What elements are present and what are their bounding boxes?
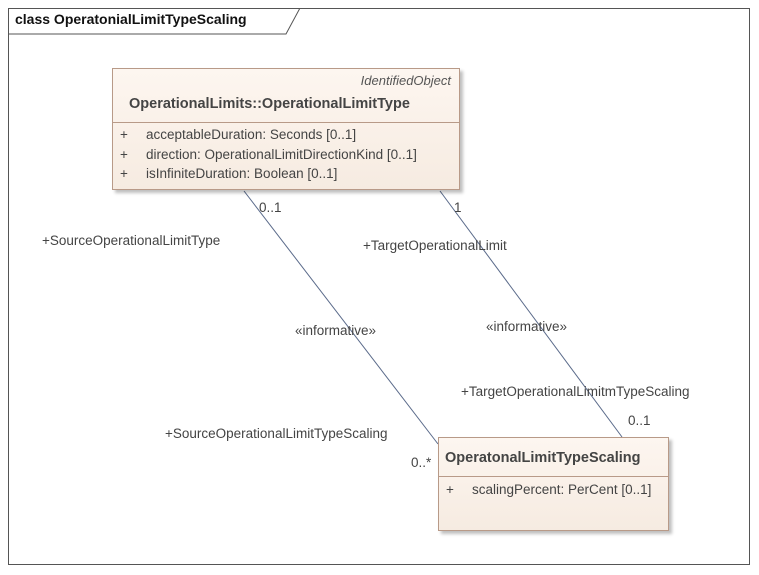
target-bottom-role: +TargetOperationalLimitmTypeScaling bbox=[461, 384, 690, 399]
target-top-role: +TargetOperationalLimit bbox=[363, 238, 507, 253]
class-name: OperatonalLimitTypeScaling bbox=[445, 450, 641, 466]
class-divider bbox=[439, 476, 668, 477]
source-association-line bbox=[243, 190, 439, 445]
frame-title-tab bbox=[8, 8, 301, 35]
target-top-multiplicity: 1 bbox=[454, 200, 462, 215]
class-divider bbox=[113, 122, 459, 123]
attribute-scaling-percent[interactable]: +scalingPercent: PerCent [0..1] bbox=[446, 482, 652, 497]
attribute-direction[interactable]: +direction: OperationalLimitDirectionKin… bbox=[120, 147, 417, 162]
source-bottom-role: +SourceOperationalLimitTypeScaling bbox=[165, 426, 388, 441]
source-bottom-multiplicity: 0..* bbox=[411, 455, 432, 470]
attribute-acceptable-duration[interactable]: +acceptableDuration: Seconds [0..1] bbox=[120, 127, 357, 142]
source-top-multiplicity: 0..1 bbox=[259, 200, 282, 215]
attribute-is-infinite-duration[interactable]: +isInfiniteDuration: Boolean [0..1] bbox=[120, 166, 338, 181]
target-stereotype: «informative» bbox=[486, 319, 568, 334]
class-name: OperationalLimits::OperationalLimitType bbox=[129, 96, 410, 112]
source-stereotype: «informative» bbox=[295, 323, 377, 338]
target-bottom-multiplicity: 0..1 bbox=[628, 413, 651, 428]
target-association-line bbox=[439, 190, 623, 438]
diagram-frame bbox=[8, 8, 750, 565]
operational-limit-type-class[interactable]: IdentifiedObject OperationalLimits::Oper… bbox=[112, 68, 460, 190]
class-stereotype: IdentifiedObject bbox=[360, 73, 451, 88]
diagram-title: class OperatonialLimitTypeScaling bbox=[15, 11, 247, 27]
operational-limit-type-scaling-class[interactable]: OperatonalLimitTypeScaling +scalingPerce… bbox=[438, 437, 669, 531]
source-top-role: +SourceOperationalLimitType bbox=[42, 233, 221, 248]
